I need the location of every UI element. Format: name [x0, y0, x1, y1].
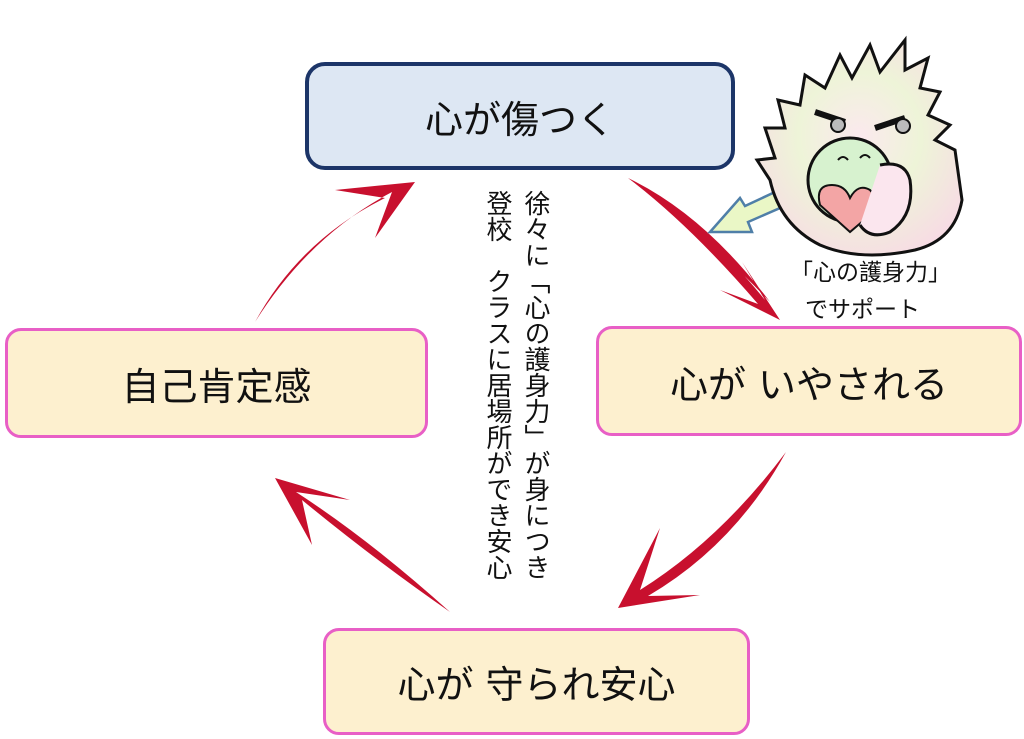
node-self-esteem: 自己肯定感 — [5, 328, 428, 438]
node-label: 心が傷つく — [424, 97, 615, 142]
support-arrow — [707, 190, 782, 234]
node-heart-hurt: 心が傷つく — [305, 62, 735, 170]
guardian-character-illustration — [754, 35, 964, 257]
arrow-bottom-to-left — [275, 478, 450, 612]
center-text-line2: 登校 クラスに居場所ができ安心 — [482, 190, 512, 580]
character-caption-line2: でサポート — [805, 297, 920, 323]
center-text-line1: 徐々に「心の護身力」が身につき — [520, 190, 550, 580]
node-heart-healed: 心が いやされる — [596, 326, 1022, 436]
arrow-top-to-right — [628, 178, 780, 320]
character-caption-line1: 「心の護身力」 — [790, 260, 951, 286]
node-label: 心が いやされる — [669, 362, 949, 407]
arrow-left-to-top — [255, 182, 415, 322]
node-label: 自己肯定感 — [121, 364, 312, 409]
node-label: 心が 守られ安心 — [397, 663, 676, 707]
arrow-right-to-bottom — [618, 452, 786, 608]
node-heart-protected: 心が 守られ安心 — [323, 628, 750, 735]
